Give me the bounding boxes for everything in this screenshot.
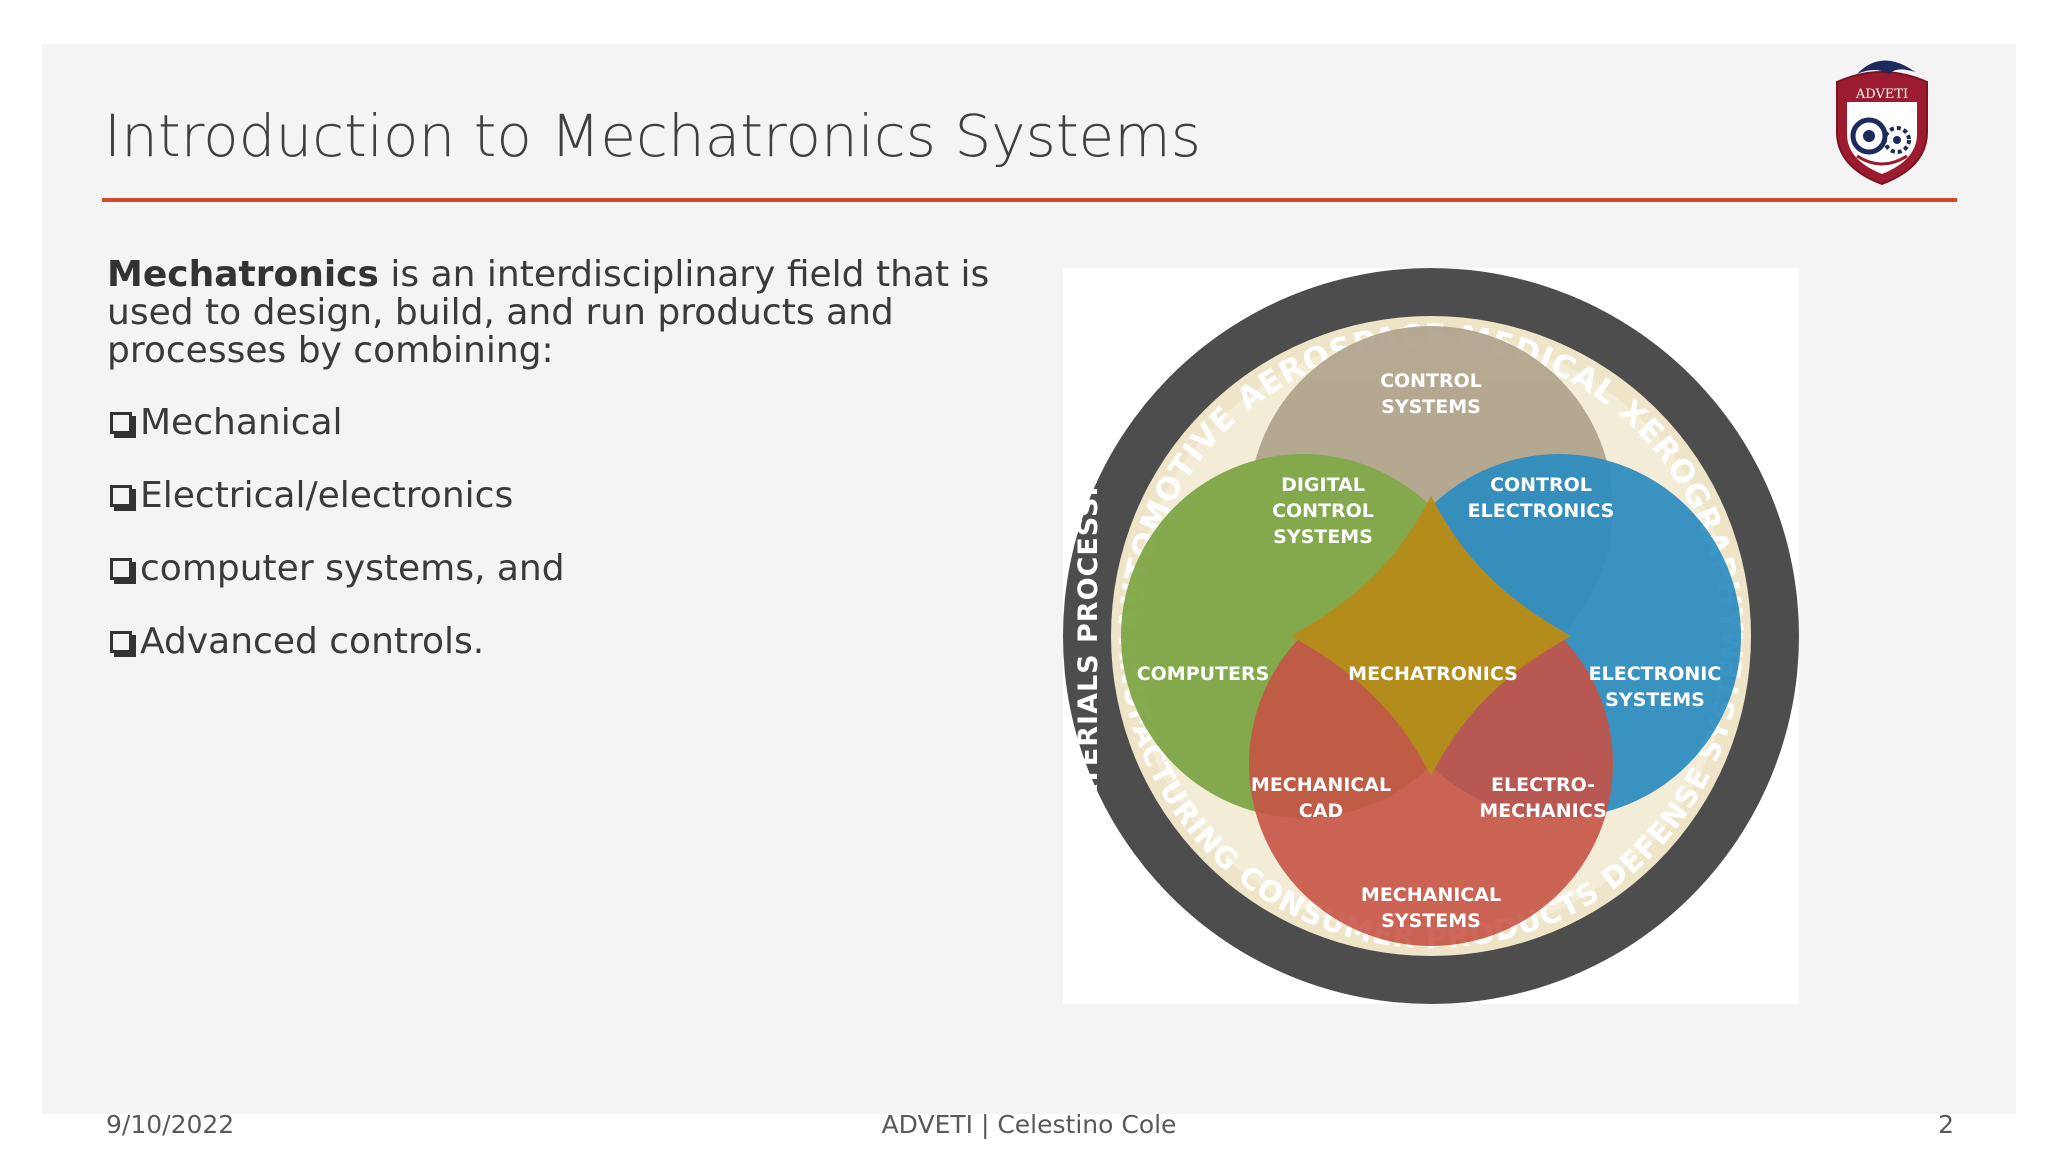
body-text: Mechatronics is an interdisciplinary fie… [107,256,1047,696]
label-digital-control-3: SYSTEMS [1273,526,1373,548]
label-mechanical-cad-2: CAD [1299,800,1343,822]
adveti-logo: ADVETI [1827,52,1937,188]
slide: Introduction to Mechatronics Systems ADV… [42,44,2016,1139]
list-item: Electrical/electronics [107,477,1047,550]
slide-title: Introduction to Mechatronics Systems [104,102,1201,170]
label-electronic-systems-1: ELECTRONIC [1589,663,1722,685]
mechatronics-venn-diagram: AUTOMOTIVE AEROSPACE MEDICAL XEROGRAPHY … [1063,268,1799,1004]
footer-page-number: 2 [1938,1110,1954,1139]
label-mechanical-cad-1: MECHANICAL [1251,774,1391,796]
label-digital-control-1: DIGITAL [1281,474,1365,496]
label-electro-mechanics-2: MECHANICS [1479,800,1606,822]
bullet-list: Mechanical Electrical/electronics comput… [107,404,1047,696]
bullet-label: Mechanical [140,402,343,443]
footer-date: 9/10/2022 [106,1110,235,1139]
label-mechatronics: MECHATRONICS [1348,663,1518,685]
intro-paragraph: Mechatronics is an interdisciplinary fie… [107,256,1047,370]
title-underline [102,198,1957,202]
label-mechanical-systems-1: MECHANICAL [1361,884,1501,906]
label-control-electronics-2: ELECTRONICS [1468,500,1615,522]
bullet-label: Electrical/electronics [140,475,514,516]
intro-text: is an interdisciplinary field that is us… [107,254,990,371]
label-control-systems-1: CONTROL [1380,370,1482,392]
footer-center: ADVETI | Celestino Cole [881,1110,1177,1139]
label-electro-mechanics-1: ELECTRO- [1491,774,1595,796]
checkbox-square-icon [110,485,132,507]
checkbox-square-icon [110,631,132,653]
label-control-systems-2: SYSTEMS [1381,396,1481,418]
label-computers: COMPUTERS [1137,663,1270,685]
svg-text:ADVETI: ADVETI [1855,87,1908,102]
overlap-center-mechatronics [1291,496,1571,776]
label-electronic-systems-2: SYSTEMS [1605,689,1705,711]
bullet-label: computer systems, and [140,548,565,589]
label-control-electronics-1: CONTROL [1490,474,1592,496]
intro-bold-term: Mechatronics [107,254,379,295]
list-item: Mechanical [107,404,1047,477]
checkbox-square-icon [110,412,132,434]
list-item: Advanced controls. [107,623,1047,696]
bullet-label: Advanced controls. [140,621,485,662]
label-mechanical-systems-2: SYSTEMS [1381,910,1481,932]
label-digital-control-2: CONTROL [1272,500,1374,522]
ring-label-left: MATERIALS PROCESSING [1073,439,1104,834]
list-item: computer systems, and [107,550,1047,623]
checkbox-square-icon [110,558,132,580]
